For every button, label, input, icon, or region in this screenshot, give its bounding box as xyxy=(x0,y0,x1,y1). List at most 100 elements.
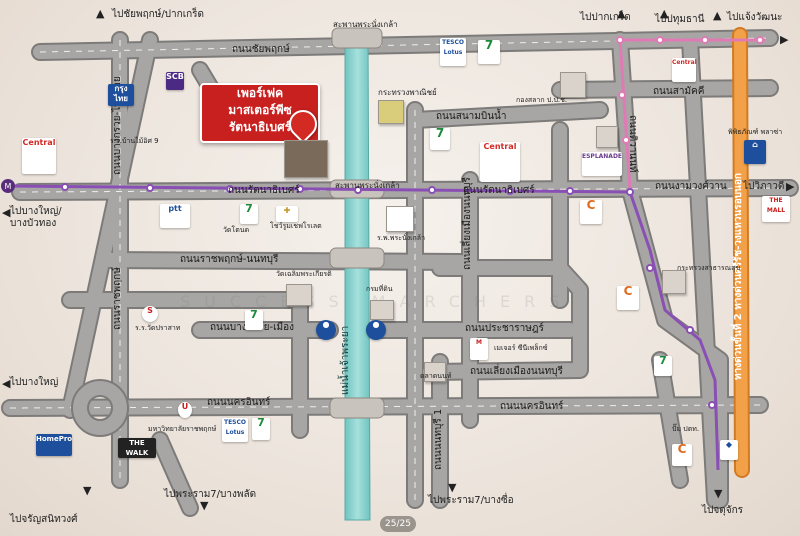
dest-rama7-bangphlat: ไปพระราม7/บางพลัด xyxy=(164,489,257,500)
seven-eleven-icon: 7 xyxy=(245,309,263,330)
road-ngamwongwan: ถนนงามวงศ์วาน xyxy=(655,181,727,192)
major-logo: M xyxy=(470,338,488,360)
market-nonthaburi: ตลาดนนท์ xyxy=(420,372,452,380)
ministry-commerce-building xyxy=(378,100,404,124)
emblem-icon: ● xyxy=(316,320,336,340)
market-building xyxy=(424,362,446,382)
caltex-icon: C xyxy=(580,199,602,224)
the-mall-logo: THE MALL xyxy=(762,196,790,222)
tesco-top-logo: TESCO Lotus xyxy=(440,38,466,66)
dest-chatuchak: ไปจตุจักร xyxy=(702,505,744,516)
up-arrow-icon: ▲ xyxy=(96,7,105,20)
dest-pakkret: ไปปากเกร็ด xyxy=(580,12,631,23)
ministry-health-building xyxy=(662,270,686,294)
scb-logo: SCB xyxy=(166,72,184,90)
project-name-line2: มาสเตอร์พีซ xyxy=(228,103,292,117)
right-arrow-icon: ▶ xyxy=(780,33,789,46)
university-ratchaphruek: มหาวิทยาลัยราชพฤกษ์ xyxy=(148,425,217,433)
dest-pathumthani: ไปปทุมธานี xyxy=(655,14,705,25)
river-label: แม่น้ำเจ้าพระยา xyxy=(340,325,351,395)
seven-eleven-top-icon: 7 xyxy=(478,39,500,64)
chevrolet-logo: ✚ xyxy=(276,206,298,222)
dest-bangyai-bangbuathong: ไปบางใหญ่/ บางบัวทอง xyxy=(10,206,62,229)
central-ne-logo: Central xyxy=(672,58,697,82)
wat-tanod: วัดโตนด xyxy=(223,226,250,234)
tesco-bottom-logo: TESCO Lotus xyxy=(222,418,248,442)
school-icon: S xyxy=(142,306,158,322)
road-samakkhi: ถนนสามัคคี xyxy=(653,86,705,97)
homepro-logo: HomePro xyxy=(36,434,72,456)
down-arrow-icon: ▼ xyxy=(83,484,92,497)
bridge-top-label: สะพานพระนั่งเกล้า xyxy=(333,20,398,29)
watermark: SUCCESS MARCHERS xyxy=(180,292,574,311)
road-ratchaphruek-nonthaburi: ถนนราชพฤกษ์-นนทบุรี xyxy=(180,254,279,265)
krungthai-logo: กรุงไทย xyxy=(108,84,134,106)
caltex-icon: C xyxy=(617,285,639,310)
hospital-building xyxy=(386,206,414,232)
seven-eleven-icon: 7 xyxy=(240,203,258,224)
down-arrow-icon: ▼ xyxy=(448,481,457,494)
dest-bangyai: ไปบางใหญ่ xyxy=(10,377,59,388)
major-cineplex-building xyxy=(596,126,618,148)
thewalk-logo: THE WALK xyxy=(118,438,156,458)
school-watprasat: ร.ร.วัดปราสาท xyxy=(135,324,181,332)
road-rattanathibet-west: ถนนรัตนาธิเบศร์ xyxy=(228,185,300,196)
thai-lottery: กองสลาก ป.ป.ช. xyxy=(516,96,568,104)
down-arrow-icon: ▼ xyxy=(200,499,209,512)
road-liang-muang: ถนนเลี่ยงเมืองนนทบุรี xyxy=(470,366,563,377)
lottery-building xyxy=(560,72,586,98)
road-ratchaphruek: ถนนราชพฤกษ์ xyxy=(112,267,123,330)
ptt-station: ปั๊ม ปตท. xyxy=(672,425,700,433)
road-pracharat: ถนนประชาราษฎร์ xyxy=(465,323,544,334)
museum-label: พิพิธภัณฑ์ พลาซ่า xyxy=(728,128,783,136)
seven-eleven-icon: 7 xyxy=(252,417,270,440)
road-tiwanon: ถนนติวานนท์ xyxy=(627,115,638,173)
dest-vibhavadi: ไปวิภาวดี xyxy=(743,181,785,192)
up-arrow-icon: ▲ xyxy=(713,9,722,22)
caltex-icon: C xyxy=(672,443,692,466)
emblem-icon: ● xyxy=(366,320,386,340)
road-rattanathibet-east: ถนนรัตนาธิเบศร์ xyxy=(463,185,535,196)
dest-rama7-bangsue: ไปพระราม7/บางซื่อ xyxy=(428,495,514,506)
ministry-commerce: กระทรวงพาณิชย์ xyxy=(378,88,437,97)
road-prachaniwet: ถนนเลี่ยงเมืองนนทบุรี xyxy=(462,177,473,270)
wat-building xyxy=(286,284,312,306)
school-tabin9: ร.ร.บ้านไม้อิศ 9 xyxy=(110,137,159,145)
left-arrow-icon: ◀ xyxy=(2,206,11,219)
left-arrow-icon: ◀ xyxy=(2,377,11,390)
project-name-line3: รัตนาธิเบศร์ xyxy=(228,120,292,134)
right-arrow-icon: ▶ xyxy=(786,180,795,193)
hospital-pranangklao: ร.พ.พระนั่งเกล้า xyxy=(377,234,426,242)
road-chaiyaphruek: ถนนชัยพฤกษ์ xyxy=(232,44,290,55)
ministry-health: กระทรวงสาธารณสุข xyxy=(677,264,741,272)
project-name-line1: เพอร์เฟค xyxy=(236,86,284,100)
land-department: กรมที่ดิน xyxy=(366,285,393,293)
major-cineplex: เมเจอร์ ซีนีเพล็กซ์ xyxy=(494,344,548,352)
chevrolet-showroom: โชว์รูมเชฟโรเลต xyxy=(270,222,322,230)
museum-icon: ⌂ xyxy=(744,140,766,164)
dest-charansanitwong: ไปจรัญสนิทวงศ์ xyxy=(10,514,78,525)
page-indicator: 25/25 xyxy=(380,516,416,532)
down-arrow-icon: ▼ xyxy=(714,487,723,500)
seven-eleven-icon: 7 xyxy=(430,127,450,150)
esplanade-logo: ESPLANADE xyxy=(582,152,622,176)
central-west-logo: Central xyxy=(22,138,56,174)
dest-chaengwattana: ไปแจ้งวัฒนะ xyxy=(727,12,783,23)
road-nakhon-in-west: ถนนนครอินทร์ xyxy=(207,397,271,408)
svg-text:M: M xyxy=(5,182,12,191)
project-building xyxy=(284,140,328,178)
up-arrow-icon: ▲ xyxy=(660,7,669,20)
up-arrow-icon: ▲ xyxy=(617,7,626,20)
university-icon: U xyxy=(178,402,192,418)
land-dept-building xyxy=(370,300,394,320)
road-nakhon-in-east: ถนนนครอินทร์ xyxy=(500,401,564,412)
bridge-middle-label: สะพานพระนั่งเกล้า xyxy=(335,181,400,190)
dest-chaiyaphruek-pakkret: ไปชัยพฤกษ์/ปากเกร็ด xyxy=(112,9,205,20)
wat-chaloem: วัดเฉลิมพระเกียรติ xyxy=(276,270,332,278)
expressway-label: ทางด่วนขั้นที่ 2 ทางด่วนศรีรัช-วงแหวนรอบ… xyxy=(733,173,744,380)
seven-eleven-icon: 7 xyxy=(654,355,672,376)
ptt-logo: ptt xyxy=(160,204,190,228)
road-sanambinnam: ถนนสนามบินน้ำ xyxy=(436,111,507,122)
